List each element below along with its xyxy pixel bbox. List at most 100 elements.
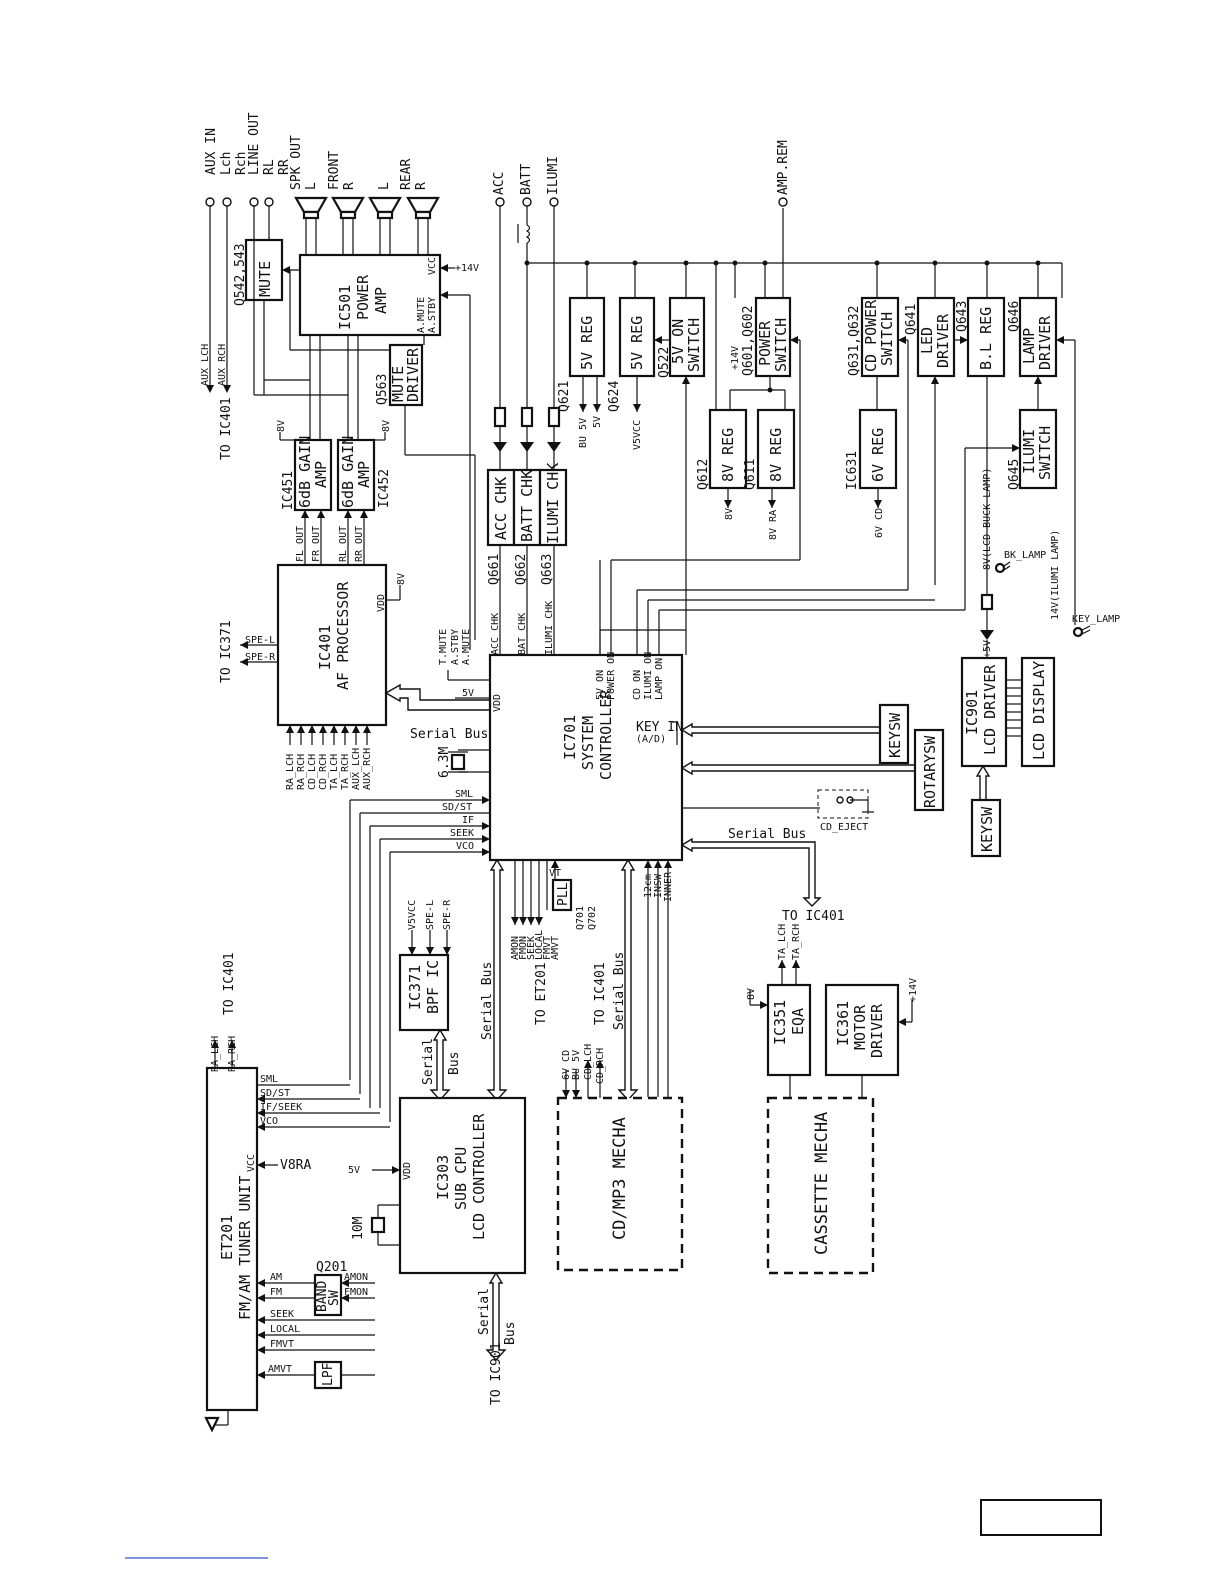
ic701-name: IC701 (561, 715, 579, 760)
ilumi-chk-ref: Q663 (540, 554, 555, 585)
rr-out: RR OUT (354, 526, 365, 562)
tuner-seek: SEEK (270, 1309, 294, 1320)
v5vcc-out: V5VCC (632, 420, 643, 450)
cd-pwr-label-2: SWITCH (878, 312, 896, 366)
cd-bu5v: BU 5V (571, 1050, 582, 1080)
band-sw-label-1: BAND (315, 1281, 330, 1312)
cd-lch: CD_LCH (583, 1044, 594, 1080)
ic401-in-ta-rch: TA_RCH (340, 754, 351, 790)
ic361-motor: MOTOR (851, 1004, 869, 1050)
fr-out: FR OUT (311, 526, 322, 562)
acc-chk-sig: ACC CHK (490, 613, 501, 655)
amp-rem-terminal (778, 197, 788, 207)
ic303-sub-cpu (398, 1096, 527, 1275)
v14-pwr: +14V (730, 346, 741, 370)
sw-q522 (668, 296, 706, 378)
batt-label: BATT (519, 164, 534, 195)
ic303-5v: 5V (348, 1165, 360, 1176)
ic501-vcc-pin: VCC (427, 257, 438, 275)
to-et201: TO ET201 (534, 962, 549, 1025)
pll-ref-1: Q701 (575, 906, 586, 930)
ic401-in-cd-lch: CD_LCH (307, 754, 318, 790)
to-ic401-mid: TO IC401 (593, 962, 608, 1025)
reg-ic631-label: 6V REG (869, 428, 887, 482)
ilumi-sw-label-1: ILUMI (1020, 429, 1038, 474)
cd-power-switch (860, 296, 900, 378)
eqa-8v: 8V (746, 988, 757, 1000)
ic371-bpf (398, 953, 450, 1032)
serial-bus-label-2: Serial Bus (728, 827, 806, 842)
tuner-name: ET201 (218, 1215, 236, 1260)
ilumi-sw-ref: Q645 (1007, 459, 1022, 490)
lamp-drv-ref: Q646 (1007, 301, 1022, 332)
tuner-ra-lch: RA_LCH (210, 1036, 221, 1072)
ilumi-chk-block (538, 468, 568, 547)
cd-6v: 6V CD (561, 1050, 572, 1080)
ic501-amp: AMP (372, 287, 390, 314)
ic401-in-ra-rch: RA_RCH (296, 754, 307, 790)
mute-driver-1: MUTE (389, 366, 407, 402)
cassette-mecha-label: CASSETTE MECHA (812, 1112, 832, 1255)
keysw1-bus (680, 722, 881, 738)
ic701-12cm: 12cm (643, 874, 654, 898)
speaker-icon (406, 196, 440, 220)
batt-terminal (522, 197, 532, 207)
pll-block (551, 878, 573, 912)
keysw2-block (970, 798, 1002, 858)
ic701-out-lampon: LAMP ON (654, 658, 665, 700)
t-mute-sig: T.MUTE (438, 629, 449, 665)
ic451-label-2: AMP (312, 461, 330, 488)
ilumi-chk-sig: ILUMI CHK (544, 601, 555, 655)
line-out-label: LINE OUT (247, 112, 262, 175)
key-in-label: KEY IN (636, 720, 683, 735)
ic401-vdd: VDD (376, 594, 387, 612)
ic401-in-aux-rch: AUX_RCH (362, 748, 373, 790)
ic701-outputs: 5V ON POWER ON CD ON ILUMI ON LAMP ON (595, 652, 665, 700)
ic401-in-ra-lch: RA_LCH (285, 754, 296, 790)
ic701-bottom-signals: AMON FMON SEEK LOCAL FMVT AMVT (510, 860, 561, 960)
aux-lch-sig: AUX_LCH (200, 344, 211, 386)
pll-label: PLL (556, 882, 571, 906)
key-lamp-label: KEY_LAMP (1072, 614, 1120, 625)
ic371-func: BPF IC (424, 960, 442, 1014)
lamp-drv-label-2: DRIVER (1036, 315, 1054, 370)
speaker-icon (331, 196, 365, 220)
power-switch-block (754, 296, 792, 378)
bk-lamp-icon (994, 561, 1011, 574)
pwr-sw-label-1: POWER (756, 320, 774, 366)
tuner-vco: VCO (260, 1116, 278, 1127)
fl-out: FL OUT (295, 526, 306, 562)
tuner-ifseek: IF/SEEK (260, 1102, 302, 1113)
mute-ref: Q542,543 (233, 243, 248, 306)
ic701-out-5von: 5V ON (595, 670, 606, 700)
ilumi-terminal (549, 197, 559, 207)
lcd-display (1020, 656, 1056, 768)
tuner-func: FM/AM TUNER UNIT (236, 1176, 254, 1321)
reg-q612-out: 8V (724, 508, 735, 520)
ic701-bottom2-signals: 12cm INSW INNER (643, 860, 674, 1097)
ic361-name: IC361 (834, 1001, 852, 1046)
reg-q611-label: 8V REG (767, 428, 785, 482)
ic452-ref: IC452 (377, 469, 392, 508)
ic451-gain-amp (293, 438, 333, 512)
acc-terminal (495, 197, 505, 207)
antenna-icon (204, 1416, 220, 1433)
line-rr-label: RR (277, 159, 292, 175)
spk-l-rear: L (377, 182, 392, 190)
spk-r-front: R (342, 182, 357, 190)
aux-line-terminals: AUX IN Lch Rch LINE OUT RL RR (204, 112, 292, 393)
ic371-v5vcc: V5VCC (407, 900, 418, 930)
keysw1-label: KEYSW (886, 712, 904, 758)
bl-reg-ref: Q643 (955, 301, 970, 332)
acc-chk-label: ACC CHK (492, 477, 510, 540)
cd-mecha-label: CD/MP3 MECHA (610, 1117, 630, 1240)
bl-reg-block (966, 296, 1006, 378)
lcd-display-label: LCD DISPLAY (1030, 661, 1048, 760)
ilumi-voltage-label: 14V(ILUMI LAMP) (1050, 530, 1061, 620)
ic701-seek-out: SEEK (526, 936, 537, 960)
ic701-out-ilumion: ILUMI ON (643, 652, 654, 700)
line-rl-label: RL (262, 159, 277, 175)
page-box (980, 1499, 1102, 1536)
reg-q621 (568, 296, 606, 378)
cd-eject-label: CD_EJECT (820, 822, 868, 833)
